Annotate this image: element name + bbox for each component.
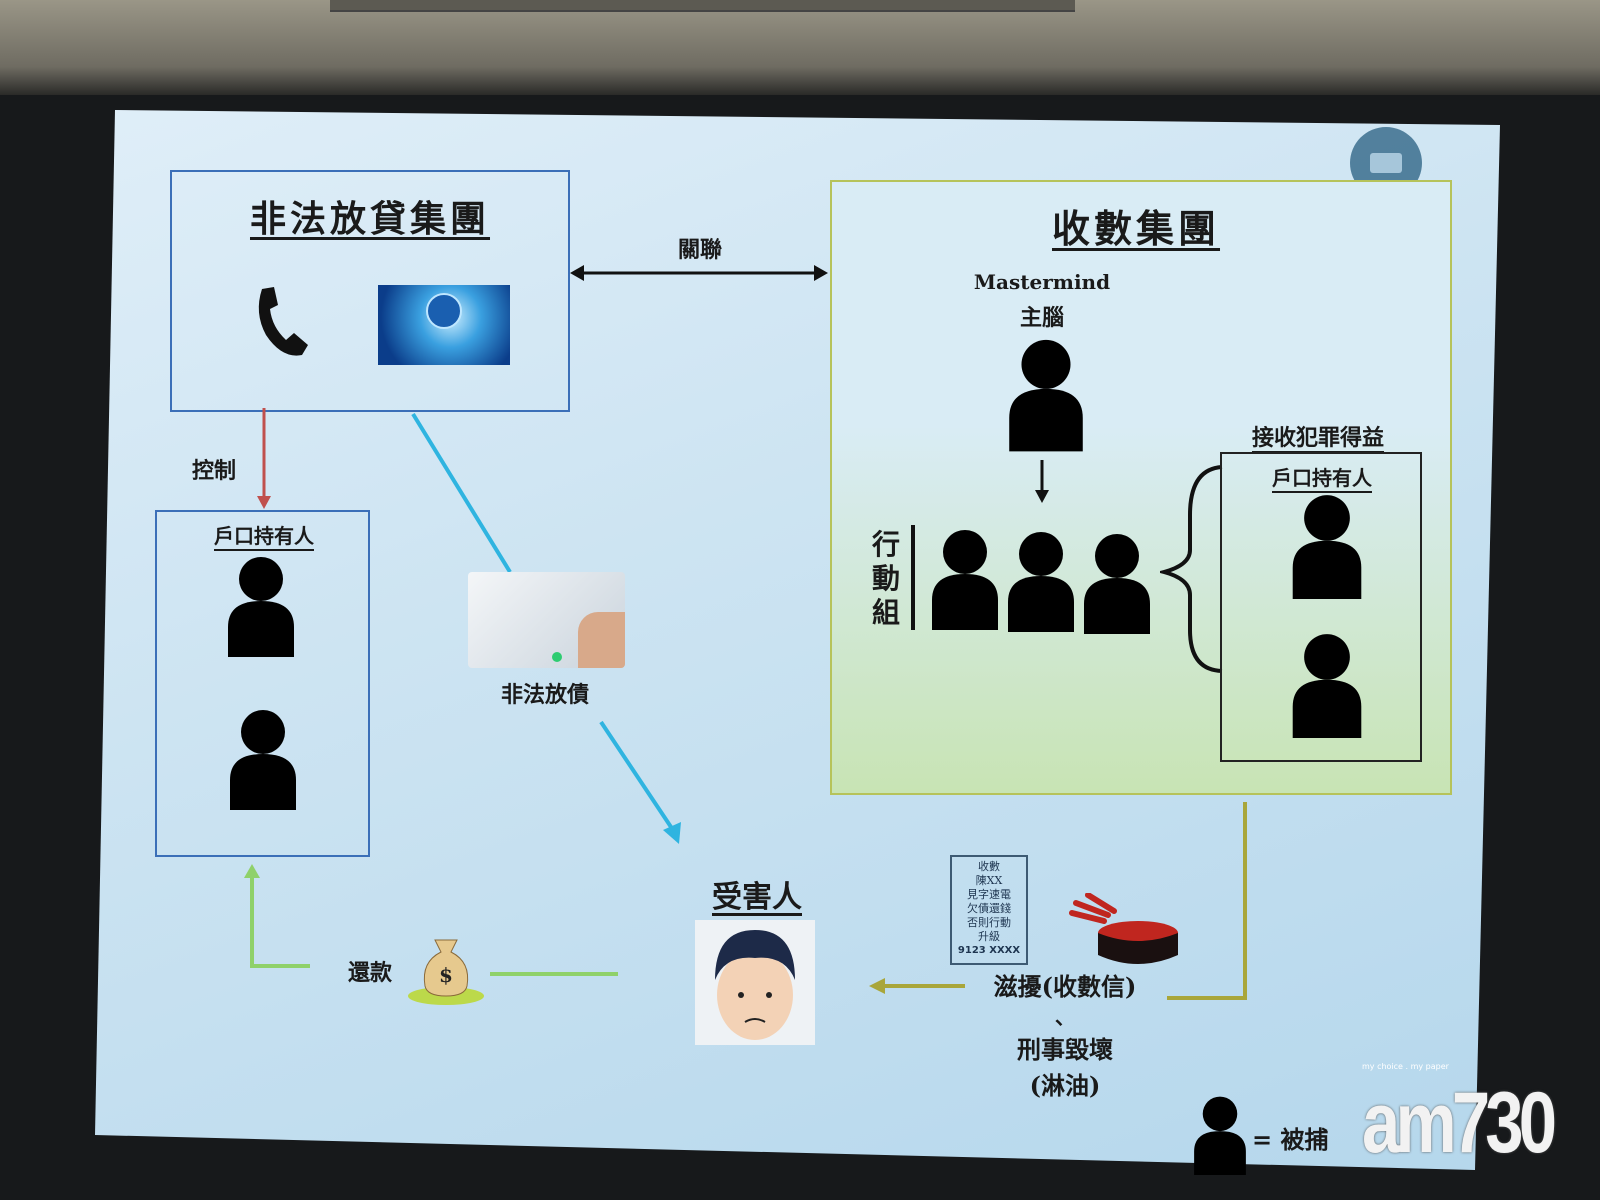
repayment-arrow (244, 864, 618, 976)
person-icon (230, 710, 296, 810)
letter-line: 收數 (978, 860, 1000, 873)
left-account-holders-title: 戶口持有人 (214, 524, 314, 548)
repayment-label: 還款 (347, 960, 393, 986)
network-image (378, 285, 510, 365)
right-account-holders-box (1220, 452, 1422, 762)
ceiling-rail (330, 0, 1075, 12)
action-team-divider (911, 525, 915, 630)
control-label: 控制 (191, 458, 237, 484)
victim-label: 受害人 (712, 880, 802, 915)
illegal-lending-label: 非法放債 (500, 682, 590, 708)
lending-arrow (411, 412, 681, 844)
svg-text:$: $ (439, 963, 453, 987)
collection-letter: 收數 陳XX 見字速電 欠債還錢 否則行動 升級 9123 XXXX (950, 855, 1028, 965)
link-double-arrow (570, 265, 828, 281)
watermark-logo: am730 (1362, 1075, 1557, 1171)
right-account-holders-title: 戶口持有人 (1272, 466, 1372, 490)
link-label: 關聯 (677, 237, 723, 263)
collection-group-title: 收數集團 (1051, 206, 1221, 251)
letter-line: 升級 (978, 930, 1000, 943)
action-team-person-icon (1084, 534, 1150, 634)
letter-line: 見字速電 (967, 888, 1011, 901)
harassment-arrow (869, 802, 1247, 1000)
action-team-person-icon (1008, 532, 1074, 632)
lending-group-box (170, 170, 570, 412)
letter-line: 欠債還錢 (967, 902, 1011, 915)
legend-text: = 被捕 (1252, 1125, 1329, 1154)
left-account-holders-box (155, 510, 370, 857)
legend-person-icon (1194, 1096, 1246, 1175)
lending-group-title: 非法放貸集團 (249, 198, 491, 240)
victim-face-image (695, 920, 815, 1045)
paint-splashing-label: (淋油) (1029, 1071, 1101, 1100)
letter-line: 否則行動 (967, 916, 1011, 929)
person-icon (1292, 495, 1362, 599)
letter-line: 陳XX (975, 874, 1003, 887)
harassment-label: 滋擾(收數信) (993, 972, 1137, 1001)
action-team-person-icon (932, 530, 998, 630)
person-icon (228, 557, 294, 657)
money-bag-icon: $ (408, 939, 484, 1005)
mastermind-label-en: Mastermind (973, 270, 1111, 294)
action-team-label: 行動組 (872, 528, 901, 629)
person-icon (1292, 634, 1362, 738)
proceeds-label: 接收犯罪得益 (1251, 425, 1385, 451)
mastermind-person-icon (1009, 339, 1083, 452)
phone-icon (258, 287, 308, 356)
down-arrow (1035, 460, 1049, 503)
criminal-damage-label: 刑事毀壞 (1017, 1035, 1113, 1064)
tablet-image (468, 572, 625, 668)
brace (1160, 465, 1223, 673)
separator-mark: 、 (1055, 1005, 1075, 1029)
control-arrow (257, 408, 271, 509)
paint-bucket-icon (1069, 893, 1178, 964)
watermark-tagline: my choice . my paper (1362, 1062, 1449, 1071)
wall (0, 0, 1600, 95)
letter-line: 9123 XXXX (957, 945, 1021, 956)
mastermind-label-zh: 主腦 (1019, 305, 1065, 331)
